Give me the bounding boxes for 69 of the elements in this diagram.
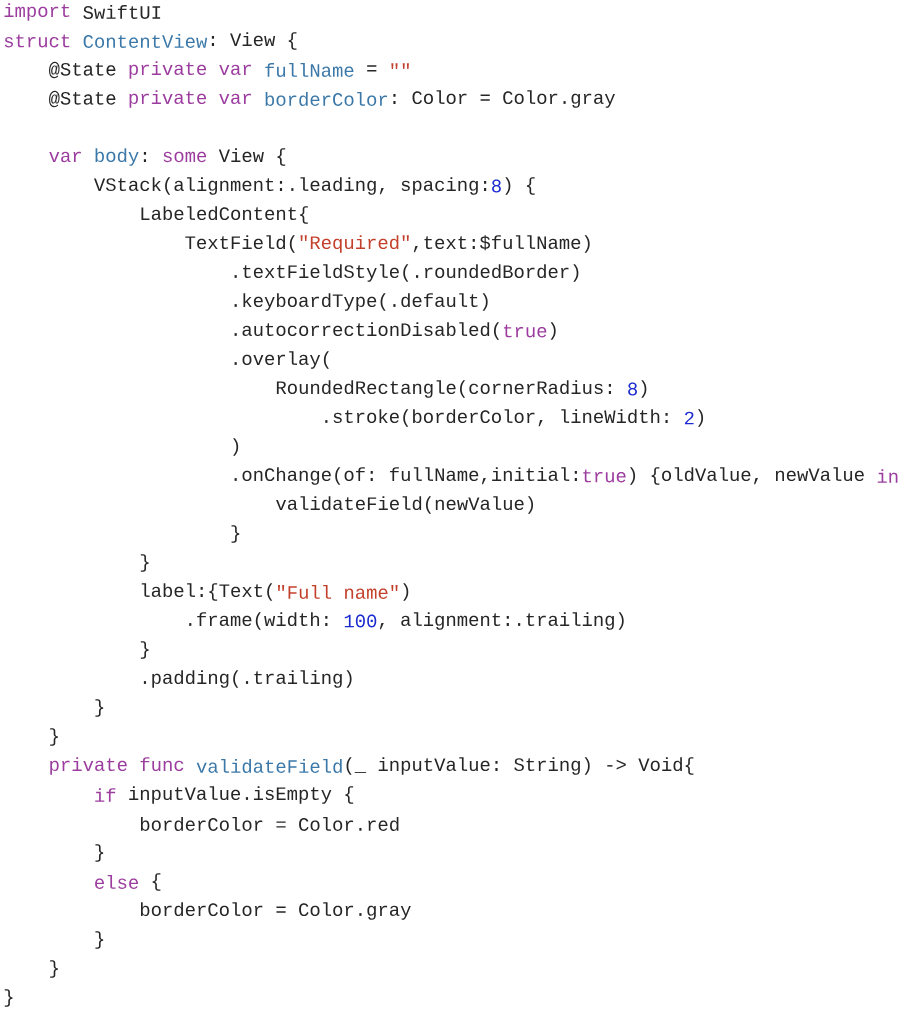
code-text: inputValue.isEmpty {: [129, 786, 354, 804]
code-keyword: var: [49, 151, 81, 163]
code-text: .onChange(of: fullName,initial:: [234, 467, 577, 485]
code-text: @State: [49, 90, 116, 108]
code-keyword: true: [503, 324, 547, 338]
code-keyword: private func: [50, 757, 184, 775]
code-text: .textFieldStyle(.roundedBorder): [234, 264, 579, 282]
code-text: label:{Text(: [141, 583, 273, 601]
code-identifier: ContentView: [83, 34, 208, 48]
code-text: }: [95, 844, 104, 862]
code-text: }: [140, 641, 149, 659]
code-text: borderColor = Color.red: [140, 817, 399, 831]
code-text: .autocorrectionDisabled(: [234, 322, 500, 340]
code-keyword: if: [95, 788, 116, 802]
code-identifier: body: [95, 148, 139, 166]
code-keyword: some: [163, 151, 207, 163]
code-text: :: [143, 152, 147, 162]
code-text: }: [140, 554, 149, 572]
code-text: ) {oldValue, newValue: [630, 467, 864, 485]
string-literal: "Full name": [277, 585, 398, 599]
code-text: ): [641, 380, 647, 398]
code-text: ,text:$fullName): [413, 235, 590, 253]
code-identifier: validateField: [196, 759, 342, 773]
code-text: ): [550, 322, 556, 340]
code-keyword: private var: [129, 90, 251, 108]
string-literal: "": [391, 63, 409, 70]
code-text: ): [403, 583, 409, 601]
code-keyword: struct: [4, 34, 70, 48]
code-text: .padding(.trailing): [143, 670, 352, 688]
code-identifier: borderColor: [265, 92, 388, 106]
code-text: TextField(: [185, 235, 295, 253]
code-identifier: fullName: [265, 63, 354, 77]
code-text: VStack(alignment:.leading, spacing:: [94, 177, 487, 195]
code-text: }: [95, 931, 104, 949]
code-text: ): [698, 409, 704, 427]
string-literal: "Required": [300, 235, 409, 253]
code-text: ) {: [505, 177, 535, 195]
code-text: {: [152, 873, 161, 891]
code-text: }: [231, 525, 240, 543]
code-text: , alignment:.trailing): [379, 612, 624, 630]
code-text: }: [50, 728, 58, 746]
code-text: .keyboardType(.default): [234, 293, 488, 311]
code-text: }: [95, 699, 104, 717]
code-text: }: [50, 960, 58, 978]
code-text: RoundedRectangle(cornerRadius:: [276, 380, 611, 398]
code-text: =: [367, 65, 377, 72]
code-text: SwiftUI: [83, 5, 161, 19]
code-text: .stroke(borderColor, lineWidth:: [325, 409, 668, 427]
number-literal: 2: [684, 411, 694, 425]
code-text: ): [233, 438, 239, 456]
code-text: borderColor = Color.gray: [140, 902, 411, 920]
code-text: LabeledContent{: [141, 206, 308, 224]
code-text: .frame(width:: [189, 612, 328, 630]
code-keyword: else: [95, 875, 138, 889]
code-text: (_ inputValue: String) -> Void{: [346, 757, 694, 775]
number-literal: 100: [344, 614, 377, 628]
code-text: }: [4, 989, 13, 1007]
code-text: @State: [49, 61, 116, 79]
code-text: .overlay(: [234, 351, 329, 369]
code-keyword: in: [877, 469, 898, 483]
code-text: : View {: [211, 32, 297, 50]
code-text: validateField(newValue): [276, 496, 534, 514]
code-keyword: private var: [129, 61, 251, 79]
number-literal: 8: [492, 179, 501, 193]
code-keyword: import: [4, 3, 70, 21]
code-text: View {: [218, 148, 286, 166]
number-literal: 8: [628, 382, 637, 396]
code-keyword: true: [583, 469, 626, 483]
code-text: : Color = Color.gray: [393, 90, 615, 108]
